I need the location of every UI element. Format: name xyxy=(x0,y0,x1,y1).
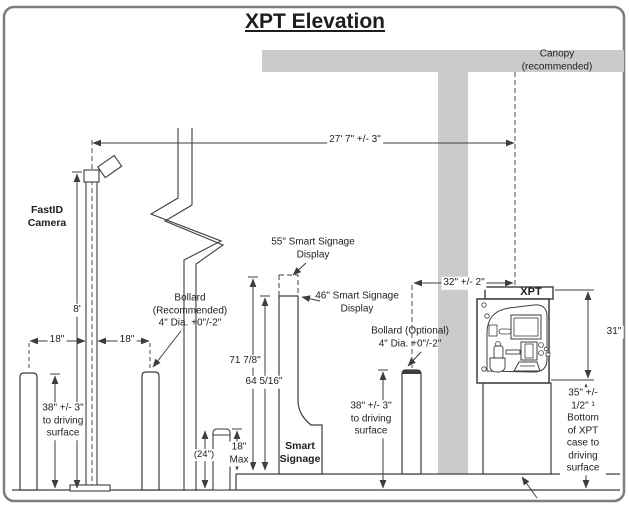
optional-bollard xyxy=(401,285,422,475)
page-title: XPT Elevation xyxy=(244,10,386,33)
dim-xpt-to-signage-label: 32" +/- 2" xyxy=(441,276,487,290)
signage-46-body xyxy=(278,295,323,475)
bollard-recommended-label: Bollard (Recommended) 4" Dia. +0"/-2" xyxy=(152,292,228,329)
leader-signage-55 xyxy=(292,262,307,276)
xpt-coin-cup xyxy=(489,357,506,373)
xpt-card-slot xyxy=(505,349,521,355)
dim-signage-55-height-label: 71 7/8" xyxy=(227,354,263,368)
camera-pole-base xyxy=(69,484,111,492)
dim-overall-width-label: 27' 7" +/- 3" xyxy=(327,133,383,147)
smart-signage-structure xyxy=(278,274,323,475)
camera-icon xyxy=(97,154,123,179)
xpt-header-bar xyxy=(484,286,554,300)
bollard-left xyxy=(19,372,38,491)
xpt-machine xyxy=(476,286,554,475)
dim-spacing-left-label: 18" xyxy=(47,333,67,347)
fastid-camera-label: FastID Camera xyxy=(27,203,67,229)
xpt-label: XPT xyxy=(520,286,542,299)
dim-bollard-height-right-label: 38" +/- 3" to driving surface xyxy=(348,400,394,438)
leader-signage-46 xyxy=(301,295,321,303)
dim-signage-46-height-label: 64 5/16" xyxy=(243,375,285,389)
dim-case-bottom-label: 35" +/- 1/2" ¹ Bottom of XPT case to dri… xyxy=(560,387,606,475)
xpt-speaker-dot xyxy=(538,350,544,356)
broken-pole-right-edge xyxy=(163,128,225,491)
dim-pole-height-label: 8' xyxy=(71,303,83,317)
xpt-pedestal xyxy=(482,382,552,475)
xpt-receipt-slot xyxy=(513,361,541,372)
canopy xyxy=(262,50,624,474)
camera-mount xyxy=(83,169,100,183)
dim-spacing-right-label: 18" xyxy=(117,333,137,347)
leader-lines xyxy=(152,262,538,499)
xpt-bolt-icon xyxy=(484,313,490,319)
bollard-right xyxy=(141,371,160,491)
dim-bollard-height-left-label: 38" +/- 3" to driving surface xyxy=(40,402,86,440)
xpt-speaker-dot xyxy=(543,346,549,352)
xpt-handset xyxy=(493,345,504,359)
canopy-column xyxy=(438,72,468,474)
xpt-bolt-icon xyxy=(481,302,487,308)
optional-bollard-cap xyxy=(402,370,421,374)
signage-46-label: 46" Smart Signage Display xyxy=(315,290,399,315)
dim-curb-height-label: (24") xyxy=(191,449,217,461)
broken-pole-left-edge xyxy=(149,128,223,491)
recommended-bollards xyxy=(19,343,160,491)
fastid-camera-pole xyxy=(69,140,123,492)
bollard-optional-label: Bollard (Optional) 4" Dia. +0"/-2" xyxy=(371,325,449,350)
dim-curb-max-label: 18" Max xyxy=(227,441,251,467)
canopy-label: Canopy (recommended) xyxy=(521,48,593,73)
drawing-border xyxy=(2,5,626,503)
smart-signage-label: Smart Signage xyxy=(279,439,321,465)
xpt-bolt-icon xyxy=(481,366,487,372)
xpt-intercom xyxy=(488,324,498,337)
leader-xpt-case-bottom xyxy=(521,476,538,499)
curb-post xyxy=(212,428,231,491)
signage-55-outline-dashed xyxy=(278,274,299,296)
xpt-button-slot xyxy=(498,328,512,335)
dim-xpt-face-height-label: 31" xyxy=(604,325,624,339)
signage-55-label: 55" Smart Signage Display xyxy=(271,236,355,261)
xpt-speaker-dot xyxy=(538,342,544,348)
leader-bollard-recommended xyxy=(152,330,182,368)
canopy-beam xyxy=(262,50,624,72)
pole-with-break xyxy=(149,128,225,491)
leader-bollard-optional xyxy=(407,351,422,367)
